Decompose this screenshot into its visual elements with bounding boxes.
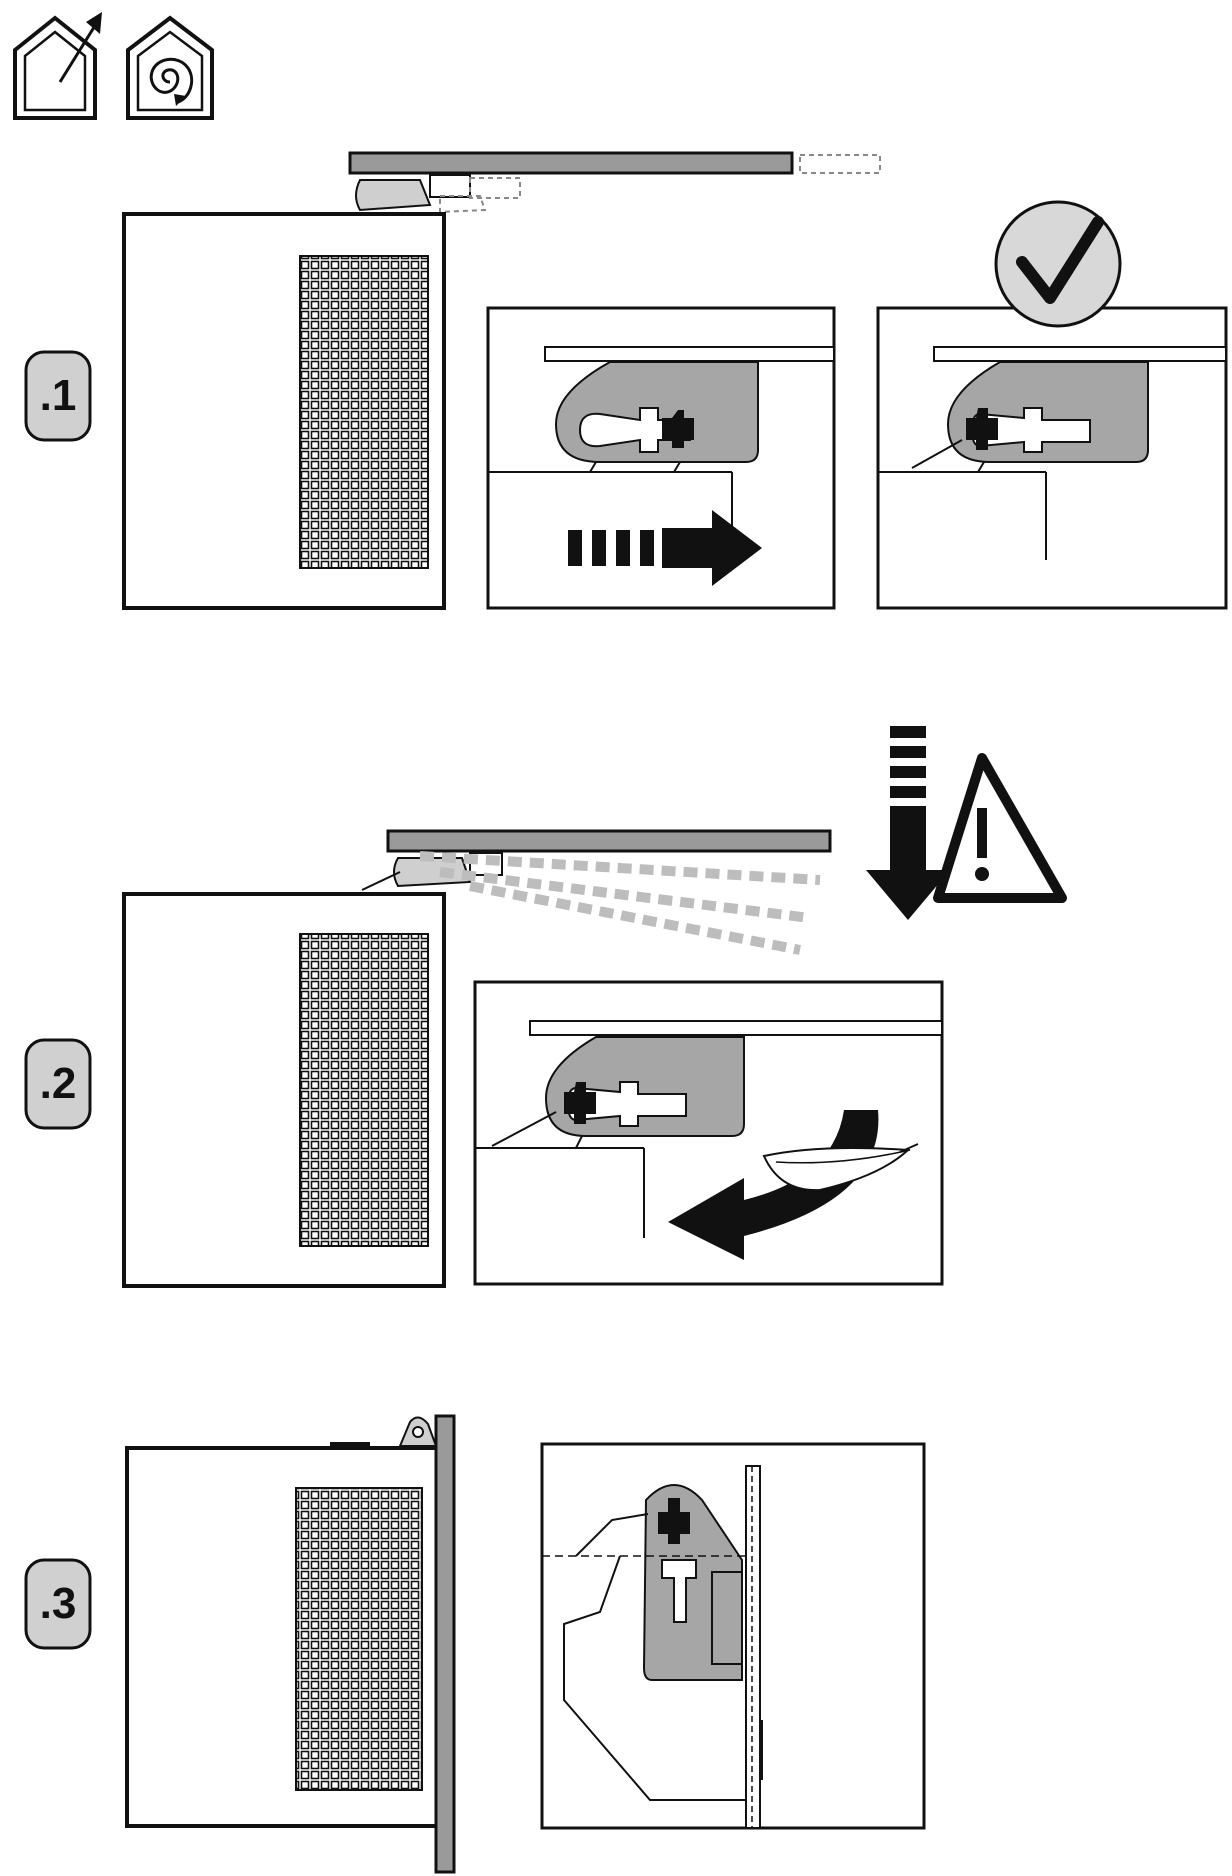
- step-label-3: .3: [40, 1579, 77, 1628]
- warning-triangle-icon: [933, 753, 1067, 903]
- detail-release: [473, 980, 944, 1286]
- step-3: .3: [24, 1414, 926, 1874]
- cabinet: [122, 212, 446, 610]
- step-label-2: .2: [40, 1059, 77, 1108]
- detail-slide: [486, 306, 836, 610]
- falling-panel-ghost: [419, 851, 821, 955]
- cabinet: [125, 1442, 447, 1828]
- detail-mounted: [540, 1442, 926, 1830]
- step-label-1: .1: [40, 371, 77, 420]
- detail-locked: [876, 200, 1228, 610]
- hood-panel-vertical: [398, 1414, 456, 1874]
- feather-icon: [762, 1143, 919, 1192]
- step-2: .2: [24, 726, 1067, 1288]
- step-badge-1: .1: [24, 350, 92, 442]
- check-mark-icon: [994, 200, 1122, 328]
- step-badge-3: .3: [24, 1558, 92, 1650]
- down-arrow-icon: [866, 726, 950, 920]
- recirculation-icon: [126, 15, 214, 120]
- hood-panel: [348, 151, 881, 214]
- cabinet: [122, 892, 446, 1288]
- hood-panel: [361, 829, 832, 955]
- curved-arrow-icon: [668, 1110, 879, 1260]
- outdoor-venting-icon: [13, 12, 102, 120]
- step-1: .1: [24, 151, 1228, 610]
- slide-right-arrow-icon: [568, 510, 762, 586]
- step-badge-2: .2: [24, 1038, 92, 1130]
